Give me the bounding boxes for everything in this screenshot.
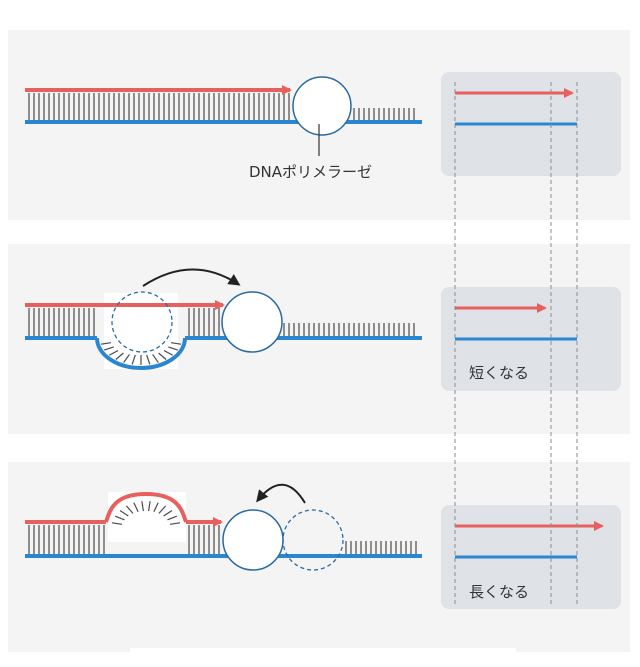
bulge-base-tick bbox=[111, 522, 123, 525]
bulge-base-tick bbox=[167, 515, 178, 521]
loop-base-tick bbox=[170, 342, 182, 345]
ticks-loop-2 bbox=[100, 342, 182, 365]
alignment-guides bbox=[454, 82, 578, 604]
bulge-base-tick bbox=[158, 505, 167, 514]
polymerase-ghost-2 bbox=[111, 291, 173, 353]
polymerase-label: DNAポリメラーゼ bbox=[249, 163, 372, 181]
bulge-base-tick bbox=[141, 501, 144, 512]
ticks-loop-3 bbox=[111, 501, 181, 525]
loop-base-tick bbox=[158, 352, 167, 360]
ticks-panel-2 bbox=[28, 308, 415, 337]
loop-base-tick bbox=[152, 354, 159, 363]
jump-forward-arrow bbox=[142, 268, 241, 287]
polymerase-2 bbox=[221, 291, 283, 353]
label-shorter: 短くなる bbox=[469, 364, 529, 382]
new-strand-loop-3 bbox=[104, 491, 188, 523]
loop-base-tick bbox=[131, 354, 136, 365]
loop-base-tick bbox=[146, 354, 151, 365]
loop-base-tick bbox=[115, 352, 124, 360]
loop-base-tick bbox=[123, 354, 130, 363]
ticks-panel-1 bbox=[28, 93, 415, 121]
loop-base-tick bbox=[108, 349, 119, 356]
template-loop-2 bbox=[95, 337, 187, 370]
loop-base-tick bbox=[163, 349, 174, 356]
bulge-base-tick bbox=[148, 501, 151, 512]
bulge-base-tick bbox=[125, 505, 134, 514]
bulge-base-tick bbox=[119, 509, 129, 517]
polymerase-3 bbox=[222, 509, 284, 571]
polymerase-1 bbox=[292, 76, 352, 136]
ticks-panel-3 bbox=[28, 525, 417, 555]
loop-base-tick bbox=[168, 346, 178, 351]
bulge-base-tick bbox=[169, 522, 181, 525]
bulge-base-tick bbox=[114, 515, 125, 521]
slip-back-arrow bbox=[256, 483, 306, 504]
footer-strip bbox=[130, 648, 516, 667]
polymerase-ghost-3 bbox=[282, 509, 344, 571]
bulge-base-tick bbox=[133, 502, 139, 513]
label-longer: 長くなる bbox=[469, 583, 529, 601]
loop-base-tick bbox=[100, 342, 112, 345]
loop-base-tick bbox=[104, 346, 114, 351]
bulge-base-tick bbox=[163, 509, 173, 517]
bulge-base-tick bbox=[153, 502, 159, 513]
